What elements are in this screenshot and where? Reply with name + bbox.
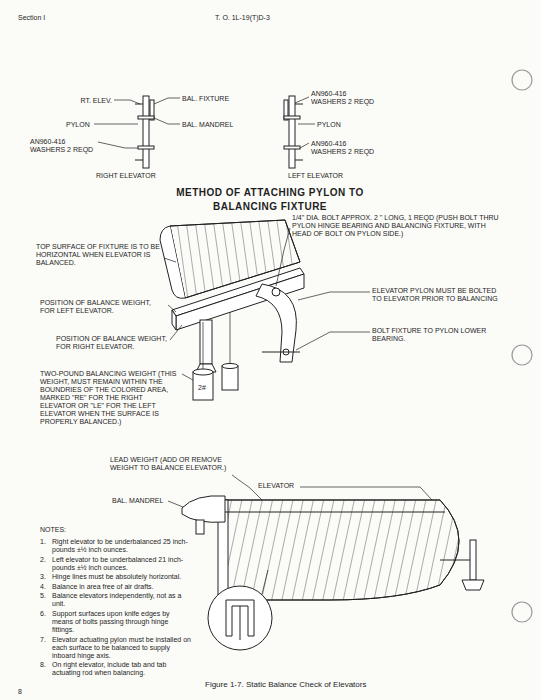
part-label: RT. ELEV. [50,97,112,105]
balancing-fixture [172,268,304,372]
note-text: Right elevator to be underbalanced 25 in… [52,538,192,554]
page-number: 8 [18,688,22,696]
note-number: 6. [40,610,46,618]
leader-lines [94,98,180,148]
elevator-pylon [256,284,300,362]
part-label: BAL. MANDREL [182,121,233,129]
part-label: PYLON [317,121,341,129]
callout-note: POSITION OF BALANCE WEIGHT, FOR LEFT ELE… [40,299,166,315]
note-text: Elevator actuating pylon must be install… [52,636,192,660]
figure-caption: Figure 1-7. Static Balance Check of Elev… [205,680,366,689]
callout-note: BOLT FIXTURE TO PYLON LOWER BEARING. [372,327,497,343]
callout-note: POSITION OF BALANCE WEIGHT, FOR RIGHT EL… [56,335,168,351]
notes-heading: NOTES: [40,526,66,534]
callout-note: LEAD WEIGHT (ADD OR REMOVE WEIGHT TO BAL… [110,456,230,472]
note-text: On right elevator, include tab and tab a… [52,661,192,677]
leader-lines [164,228,370,380]
header-text: T. O. 1L-19(T)D-3 [215,14,270,22]
left-elevator-detail [284,96,303,168]
part-label: PYLON [66,121,90,129]
part-label: AN960-416 WASHERS 2 REQD [311,90,383,106]
note-number: 7. [40,636,46,644]
part-label: AN960-416 WASHERS 2 REQD [30,138,98,154]
callout-note: TOP SURFACE OF FIXTURE IS TO BE HORIZONT… [36,243,162,267]
elevator-plan [218,500,459,600]
hinge-inset [208,570,272,650]
note-text: Balance elevators independently, not as … [52,592,192,608]
note-number: 5. [40,592,46,600]
part-label: ELEVATOR [258,482,294,490]
view-title: RIGHT ELEVATOR [96,172,156,180]
view-title: LEFT ELEVATOR [288,172,343,180]
header-text: Section I [18,14,45,22]
note-text: Hinge lines must be absolutely horizonta… [52,573,192,581]
right-elevator-detail [135,96,154,168]
callout-note: TWO-POUND BALANCING WEIGHT (THIS WEIGHT,… [40,370,180,426]
part-label: BAL. MANDREL [112,497,163,505]
note-text: Left elevator to be underbalanced 21 inc… [52,556,192,572]
leader-lines [168,475,432,507]
binder-holes [512,70,532,622]
balance-weights [193,312,238,400]
weight-mark: 2# [198,384,206,392]
callout-note: ELEVATOR PYLON MUST BE BOLTED TO ELEVATO… [372,287,502,303]
note-number: 4. [40,583,46,591]
callout-note: 1/4" DIA. BOLT APPROX. 2 " LONG, 1 REQD … [292,214,504,238]
note-text: Support surfaces upon knife edges by mea… [52,610,192,634]
note-number: 3. [40,573,46,581]
part-label: AN960-416 WASHERS 2 REQD [311,140,383,156]
note-text: Balance in area free of air drafts. [52,583,192,591]
note-number: 2. [40,556,46,564]
section-heading: METHOD OF ATTACHING PYLON TO BALANCING F… [150,186,390,213]
bal-mandrel [182,496,484,590]
note-number: 8. [40,661,46,669]
part-label: BAL. FIXTURE [182,95,229,103]
note-number: 1. [40,538,46,546]
